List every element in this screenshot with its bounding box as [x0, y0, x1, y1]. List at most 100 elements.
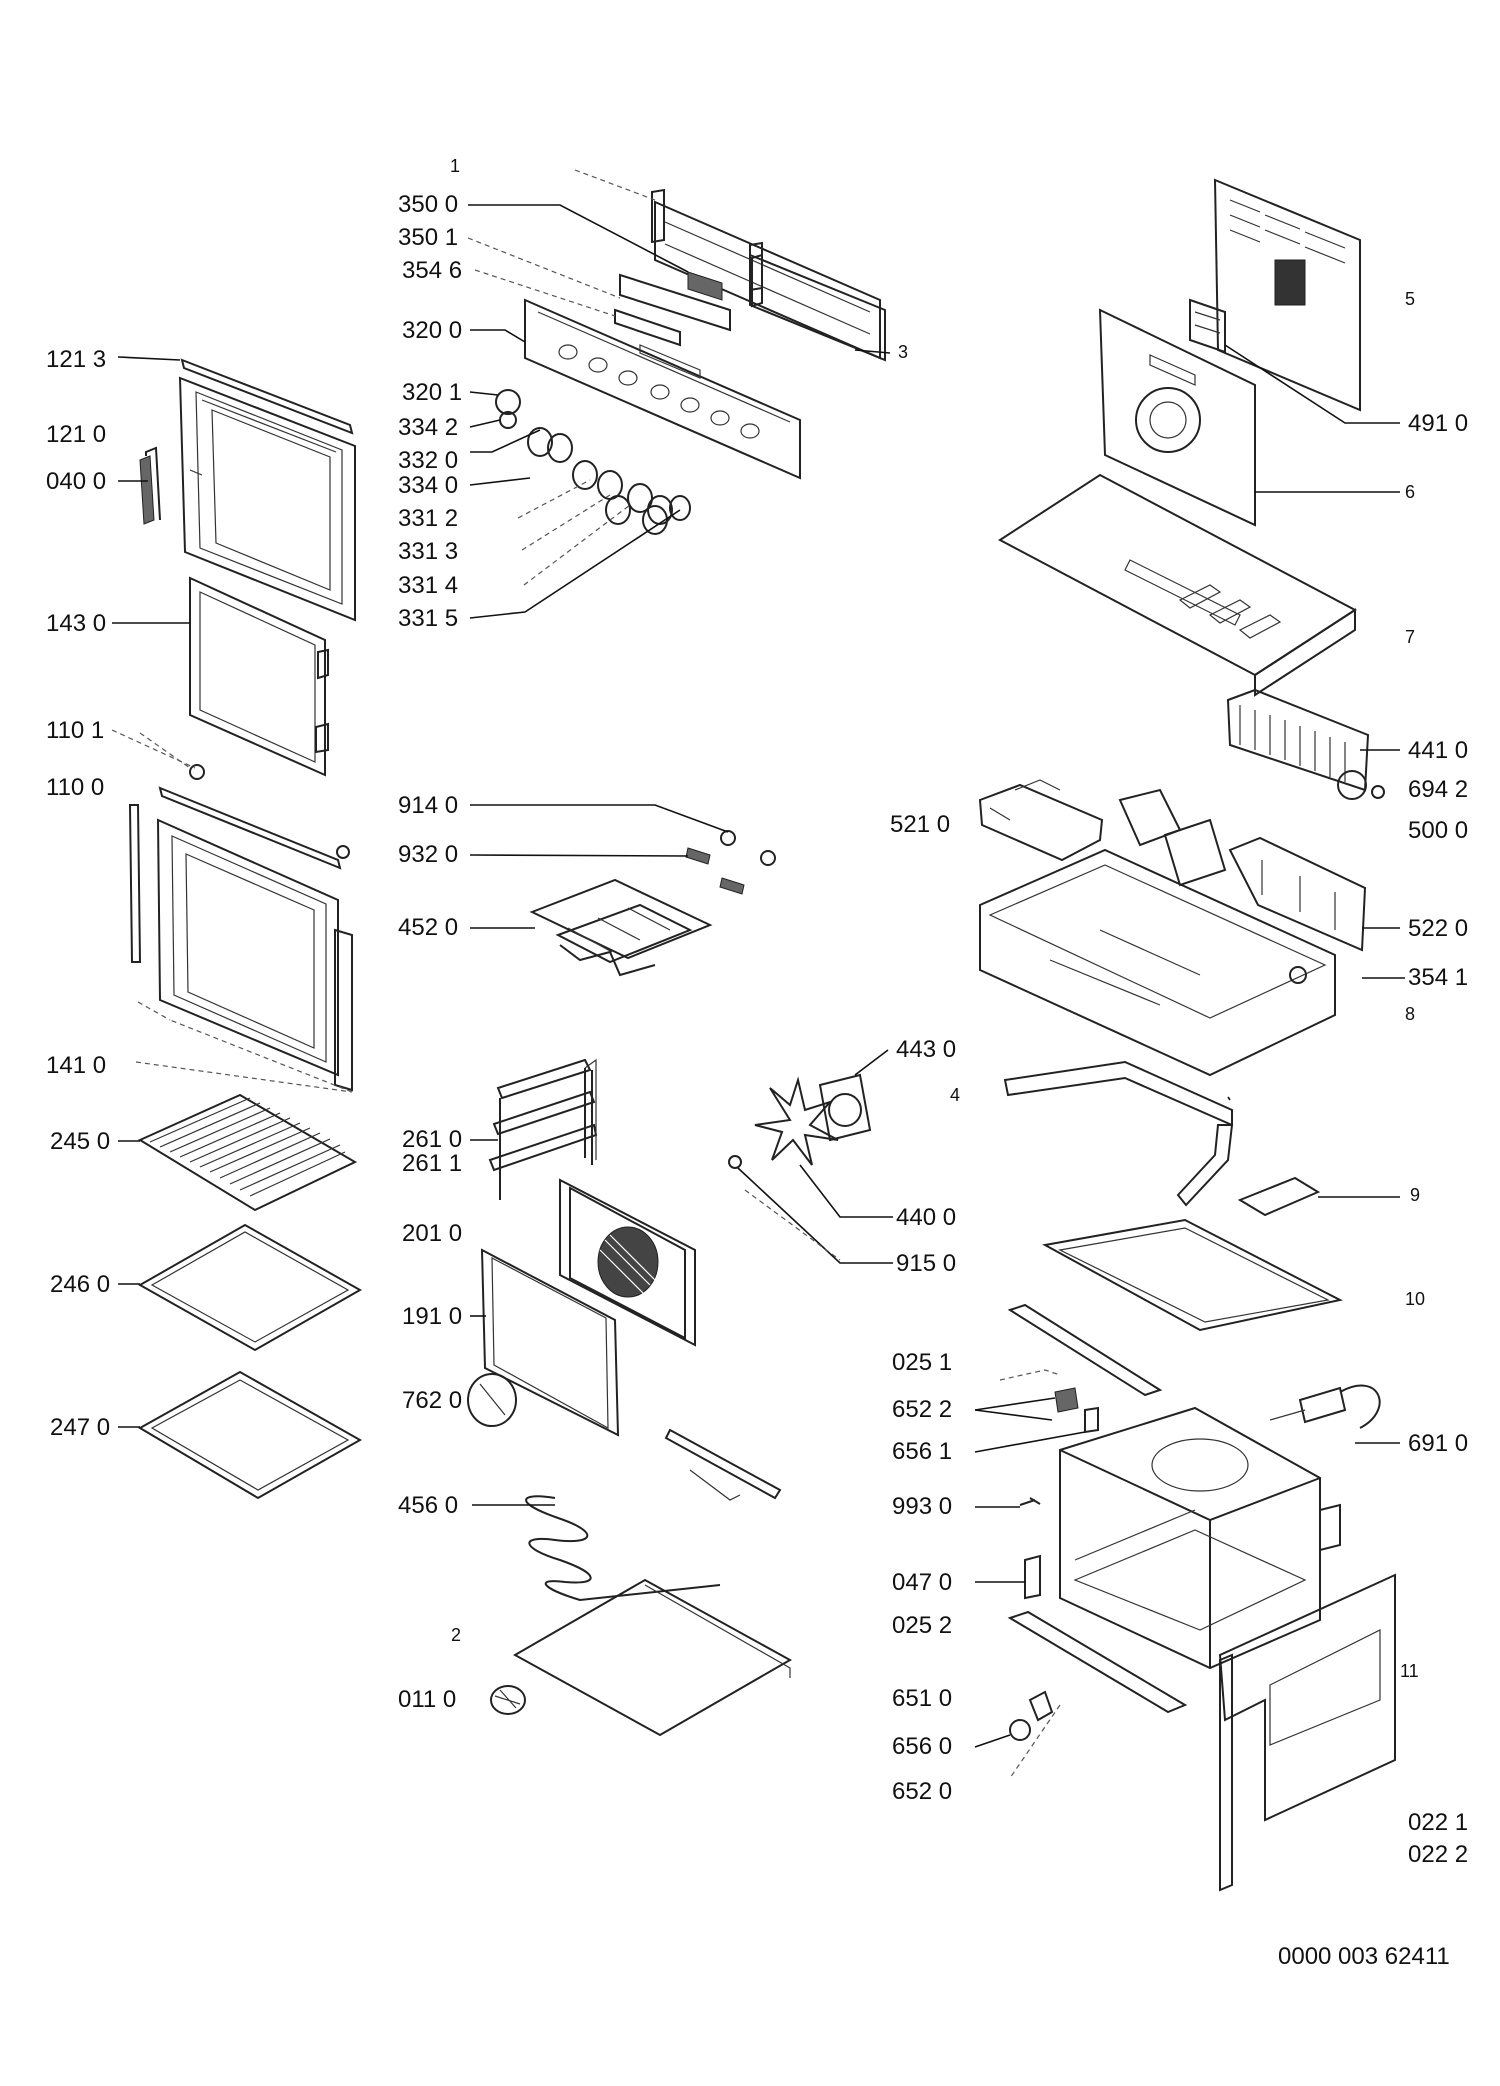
callout-121-3: 121 3 — [46, 346, 107, 373]
callout-245-0: 245 0 — [50, 1128, 111, 1155]
baking-tray — [137, 1223, 363, 1352]
door-outer-frame — [178, 376, 356, 622]
hinge-screw — [139, 732, 205, 780]
callout-354-1: 354 1 — [1408, 964, 1469, 991]
callout-320-0: 320 0 — [402, 317, 463, 344]
enamel-panel — [480, 1248, 620, 1437]
callout-5: 5 — [1405, 289, 1416, 309]
callout-1: 1 — [450, 156, 461, 176]
indicator-lamp — [1289, 966, 1307, 984]
callout-8: 8 — [1405, 1004, 1416, 1024]
callout-320-1: 320 1 — [402, 379, 463, 406]
callout-334-0: 334 0 — [398, 472, 459, 499]
callout-443-0: 443 0 — [896, 1036, 957, 1063]
callout-331-3: 331 3 — [398, 538, 459, 565]
control-support-frame — [979, 848, 1336, 1077]
callout-022-1: 022 1 — [1408, 1809, 1469, 1836]
callout-334-2: 334 2 — [398, 414, 459, 441]
callout-350-0: 350 0 — [398, 191, 459, 218]
callout-110-0: 110 0 — [46, 774, 105, 801]
callout-143-0: 143 0 — [46, 610, 107, 637]
callout-047-0: 047 0 — [892, 1569, 953, 1596]
light-socket — [1009, 1690, 1061, 1779]
fan-nut — [728, 1155, 742, 1169]
callout-331-2: 331 2 — [398, 505, 459, 532]
side-rails — [488, 1058, 598, 1200]
callout-7: 7 — [1405, 627, 1416, 647]
callout-694-2: 694 2 — [1408, 776, 1469, 803]
callout-915-0: 915 0 — [896, 1250, 957, 1277]
callout-993-0: 993 0 — [892, 1493, 953, 1520]
foot-knob — [490, 1685, 526, 1715]
callout-691-0: 691 0 — [1408, 1430, 1469, 1457]
top-cover — [998, 473, 1357, 697]
callout-6: 6 — [1405, 482, 1416, 502]
front-bottom-rail — [1007, 1610, 1188, 1714]
convection-fan-motor — [818, 1073, 872, 1142]
callout-440-0: 440 0 — [896, 1204, 957, 1231]
callout-4: 4 — [950, 1085, 961, 1105]
grill-heating-element — [525, 1428, 782, 1602]
callout-10: 10 — [1405, 1289, 1426, 1309]
callout-652-0: 652 0 — [892, 1778, 953, 1805]
callout-261-0: 261 0 — [402, 1126, 463, 1153]
callout-522-0: 522 0 — [1408, 915, 1469, 942]
callout-025-2: 025 2 — [892, 1612, 953, 1639]
callout-656-0: 656 0 — [892, 1733, 953, 1760]
end-cap-plate — [749, 253, 886, 362]
small-screw — [1019, 1497, 1041, 1506]
switch-clip — [1054, 1387, 1099, 1434]
callout-022-2: 022 2 — [1408, 1841, 1469, 1868]
hinge-bracket — [1237, 1176, 1321, 1217]
oven-cavity — [1059, 1406, 1341, 1670]
door-handle — [139, 446, 161, 525]
control-panel-top-rail — [651, 188, 881, 360]
callout-521-0: 521 0 — [890, 811, 951, 838]
callout-452-0: 452 0 — [398, 914, 459, 941]
callout-762-0: 762 0 — [402, 1387, 463, 1414]
callout-932-0: 932 0 — [398, 841, 459, 868]
inner-glass-panel — [189, 576, 329, 777]
drip-pan — [137, 1370, 363, 1500]
callout-491-0: 491 0 — [1408, 410, 1469, 437]
fan-cover — [559, 1178, 696, 1347]
callout-354-6: 354 6 — [402, 257, 463, 284]
callout-656-1: 656 1 — [892, 1438, 953, 1465]
door-switch — [1024, 1554, 1041, 1600]
callout-191-0: 191 0 — [402, 1303, 463, 1330]
side-rail-long — [1007, 1303, 1163, 1397]
side-channel — [1003, 1060, 1234, 1207]
callout-110-1: 110 1 — [46, 717, 105, 744]
terminal-block — [1189, 298, 1226, 354]
callout-11: 11 — [1400, 1661, 1419, 1681]
callout-261-1: 261 1 — [402, 1150, 463, 1177]
callout-141-0: 141 0 — [46, 1052, 107, 1079]
callout-331-5: 331 5 — [398, 605, 459, 632]
document-number: 0000 003 62411 — [1278, 1943, 1450, 1970]
thermostat-probe — [1269, 1384, 1381, 1429]
shelf-support-frame — [529, 878, 713, 977]
control-bracket — [978, 779, 1104, 862]
callout-500-0: 500 0 — [1408, 817, 1469, 844]
fan-blade — [754, 1076, 839, 1166]
rear-fan-plate — [1098, 308, 1256, 527]
oven-bottom-plate — [512, 1578, 793, 1737]
cooling-fan — [1226, 688, 1385, 800]
callout-247-0: 247 0 — [50, 1414, 111, 1441]
display-window — [614, 308, 681, 347]
rack-support-screw — [720, 830, 776, 866]
callout-9: 9 — [1410, 1185, 1421, 1205]
oven-roof-plate — [1042, 1218, 1343, 1332]
callout-201-0: 201 0 — [402, 1220, 463, 1247]
oven-rack — [137, 1093, 358, 1212]
callout-246-0: 246 0 — [50, 1271, 111, 1298]
side-panel-cabinet — [1218, 1573, 1396, 1892]
callout-011-0: 011 0 — [398, 1686, 457, 1713]
callout-456-0: 456 0 — [398, 1492, 459, 1519]
callout-441-0: 441 0 — [1408, 737, 1469, 764]
callout-651-0: 651 0 — [892, 1685, 953, 1712]
callout-040-0: 040 0 — [46, 468, 107, 495]
callout-914-0: 914 0 — [398, 792, 459, 819]
control-module — [619, 271, 731, 332]
